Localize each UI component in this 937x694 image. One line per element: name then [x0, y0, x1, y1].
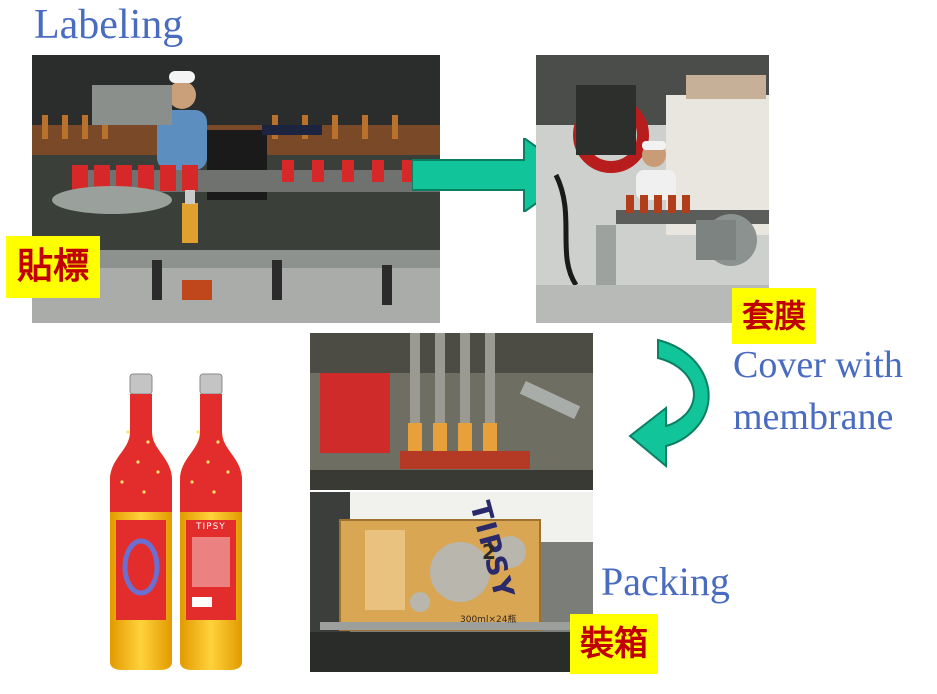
- bottle-brand-text: TIPSY: [196, 522, 226, 532]
- cover-membrane-badge: 套膜: [732, 288, 816, 344]
- packing-machine-photo: [310, 333, 593, 490]
- bottle-right: [180, 373, 242, 670]
- packing-badge: 裝箱: [570, 614, 658, 674]
- box-side-text: 300ml×24瓶: [460, 615, 517, 625]
- labeling-badge: 貼標: [6, 236, 100, 298]
- box-number-text: 2: [482, 540, 496, 564]
- cover-caption-line2: membrane: [733, 396, 894, 438]
- bottle-left: [110, 373, 172, 670]
- cover-caption-line1: Cover with: [733, 344, 903, 386]
- product-bottles: TIPSY: [108, 372, 258, 672]
- packing-caption: Packing: [601, 559, 730, 604]
- labeling-caption: Labeling: [34, 2, 184, 48]
- membrane-photo: [536, 55, 769, 323]
- packing-box-photo: TIPSY 2 300ml×24瓶: [310, 492, 593, 672]
- labeling-photo: [32, 55, 440, 323]
- curved-arrow-icon: [628, 338, 710, 469]
